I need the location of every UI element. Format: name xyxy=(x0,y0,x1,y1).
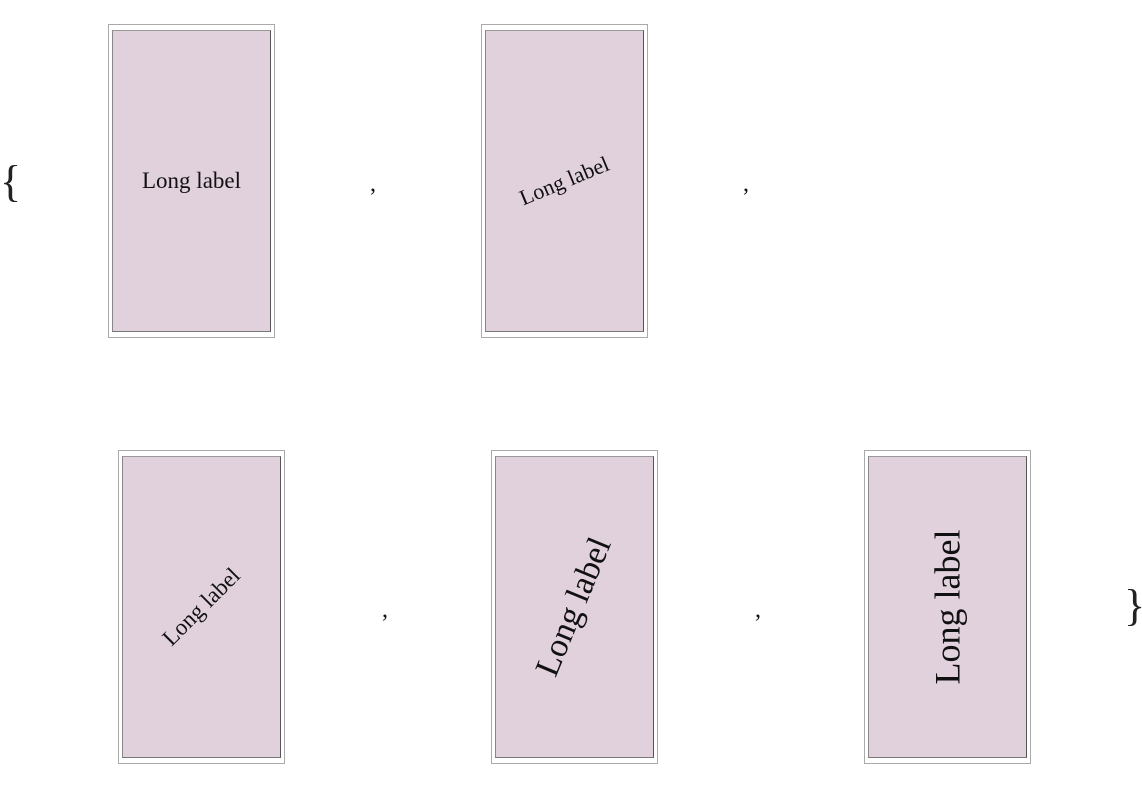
label-panel-4: Long label xyxy=(491,450,658,764)
panel-label: Long label xyxy=(157,562,245,651)
separator-2: , xyxy=(743,171,749,197)
panel-label: Long label xyxy=(528,532,620,682)
label-panel-2: Long label xyxy=(481,24,648,338)
panel-label: Long label xyxy=(927,529,968,685)
label-panel-3: Long label xyxy=(118,450,285,764)
open-brace: { xyxy=(0,157,22,206)
panel-label: Long label xyxy=(142,168,241,193)
separator-3: , xyxy=(382,597,388,623)
separator-1: , xyxy=(370,171,376,197)
label-panel-5: Long label xyxy=(864,450,1031,764)
close-brace: } xyxy=(1124,584,1142,628)
panel-label: Long label xyxy=(515,150,613,211)
separator-4: , xyxy=(755,597,761,623)
label-panel-1: Long label xyxy=(108,24,275,338)
